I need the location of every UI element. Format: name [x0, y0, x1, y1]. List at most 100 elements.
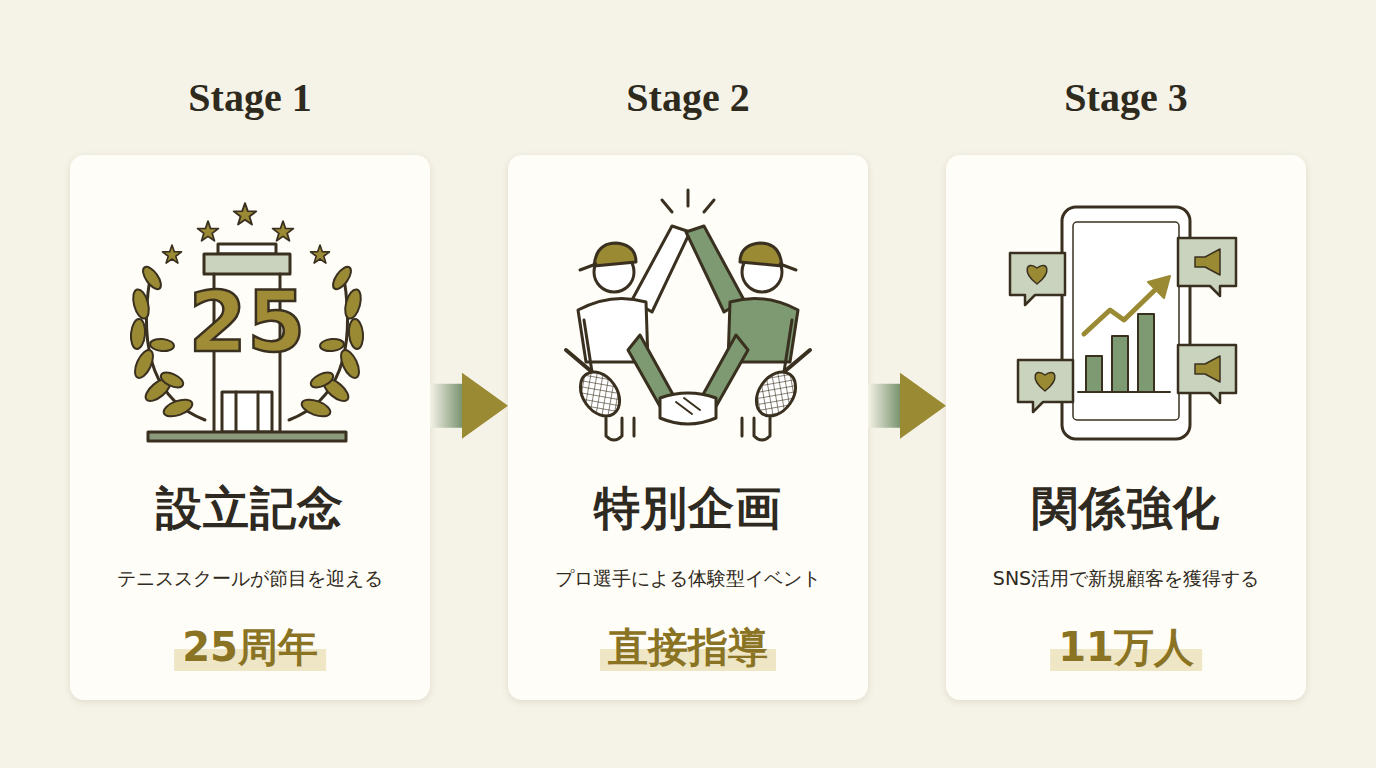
tennis-racket: [748, 365, 803, 424]
trend-arrow: [1084, 287, 1158, 334]
laurel-leaf: [337, 347, 362, 380]
sparkle-lines: [662, 190, 714, 212]
laurel-leaf: [300, 396, 333, 419]
phone-screen: [1073, 222, 1179, 420]
laurel-leaf: [140, 264, 165, 292]
sns-growth-illustration: [1010, 207, 1236, 439]
laurel-leaf: [130, 318, 147, 349]
racket-handle: [566, 350, 592, 372]
stage-card: Stage 3関係強化SNS活用で新規顧客を獲得する11万人: [946, 155, 1306, 700]
heart-icon: [1035, 372, 1055, 391]
highlight-value: 直接指導: [600, 623, 776, 671]
laurel-leaf: [348, 318, 365, 349]
building-base: [148, 432, 346, 441]
stage-card: Stage 1設立記念テニススクールが節目を迎える25周年: [70, 155, 430, 700]
player-cap: [580, 264, 596, 270]
megaphone-icon: [1195, 356, 1220, 382]
highlight-value: 11万人: [1050, 623, 1202, 671]
laurel-leaf: [150, 338, 175, 352]
megaphone-icon: [1195, 249, 1220, 275]
laurel-branch: [146, 278, 205, 420]
player-head: [594, 252, 634, 292]
player-head: [742, 252, 782, 292]
outer-arm: [784, 320, 792, 372]
flow-arrow: [868, 384, 900, 428]
card-subtitle: プロ選手による体験型イベント: [508, 563, 868, 593]
stage-heading: Stage 2: [508, 73, 868, 123]
stage-heading: Stage 3: [946, 73, 1306, 123]
building-door: [235, 392, 238, 432]
building-wall: [213, 274, 216, 432]
player-legs: [633, 418, 636, 436]
trend-arrow: [1148, 276, 1170, 298]
star-icon: [162, 245, 181, 263]
laurel-leaf: [130, 288, 151, 321]
flow-arrow: [430, 384, 462, 428]
laurel-leaf: [159, 369, 186, 390]
outer-arm: [584, 320, 592, 372]
tennis-racket: [572, 365, 627, 424]
chart-bar: [1086, 356, 1102, 392]
laurel-leaf: [330, 264, 355, 292]
laurel-leaf: [320, 338, 345, 352]
handshake: [684, 398, 700, 410]
star-icon: [234, 203, 256, 224]
handshake: [660, 393, 716, 424]
highlight-value: 25周年: [174, 623, 326, 671]
card-title: 設立記念: [70, 475, 430, 541]
sparkle-line: [662, 200, 672, 212]
star-icon: [273, 221, 294, 241]
handshake: [676, 402, 692, 414]
laurel-leaf: [309, 369, 336, 390]
laurel-leaf: [142, 375, 174, 405]
laurel-leaves: [130, 264, 365, 420]
sparkle-line: [687, 190, 690, 206]
like-bubble: [1010, 253, 1065, 305]
player-legs: [754, 418, 770, 440]
stage-heading: Stage 1: [70, 73, 430, 123]
card-title: 特別企画: [508, 475, 868, 541]
card-subtitle: テニススクールが節目を迎える: [70, 563, 430, 593]
player-body: [578, 298, 648, 362]
card-title: 関係強化: [946, 475, 1306, 541]
lower-arm: [628, 335, 676, 410]
player-cap: [594, 243, 636, 266]
like-bubble: [1018, 360, 1073, 412]
building-door: [222, 392, 272, 432]
raised-arm: [686, 226, 744, 312]
player-cap: [740, 243, 782, 266]
star-icon: [310, 245, 329, 263]
laurel-leaf: [342, 288, 363, 321]
laurel-leaf: [320, 375, 352, 405]
sns-bubbles: [1010, 238, 1236, 412]
building-wall: [279, 274, 282, 432]
player-cap: [780, 264, 796, 270]
chart-bar: [1138, 314, 1154, 392]
phone-frame: [1062, 207, 1190, 439]
building-door: [257, 392, 260, 432]
player-legs: [606, 418, 622, 440]
card-subtitle: SNS活用で新規顧客を獲得する: [946, 563, 1306, 593]
laurel-leaf: [131, 347, 156, 380]
heart-icon: [1027, 265, 1047, 284]
raised-arm: [632, 226, 690, 312]
lower-arm: [700, 335, 748, 410]
player-body: [728, 298, 798, 362]
star-icon: [198, 221, 219, 241]
building-roof: [218, 244, 276, 254]
players-illustration: [566, 190, 810, 440]
chart-baseline: [1078, 391, 1170, 393]
player-legs: [741, 418, 744, 436]
laurel-branch: [289, 278, 348, 420]
stage-card: Stage 2特別企画プロ選手による体験型イベント直接指導: [508, 155, 868, 700]
share-bubble: [1178, 345, 1236, 403]
chart-bar: [1112, 336, 1128, 392]
anniversary-emblem: [130, 203, 365, 441]
laurel-leaf: [162, 396, 195, 419]
share-bubble: [1178, 238, 1236, 296]
building-roof: [204, 254, 290, 274]
sparkle-line: [704, 200, 714, 212]
racket-handle: [784, 350, 810, 372]
